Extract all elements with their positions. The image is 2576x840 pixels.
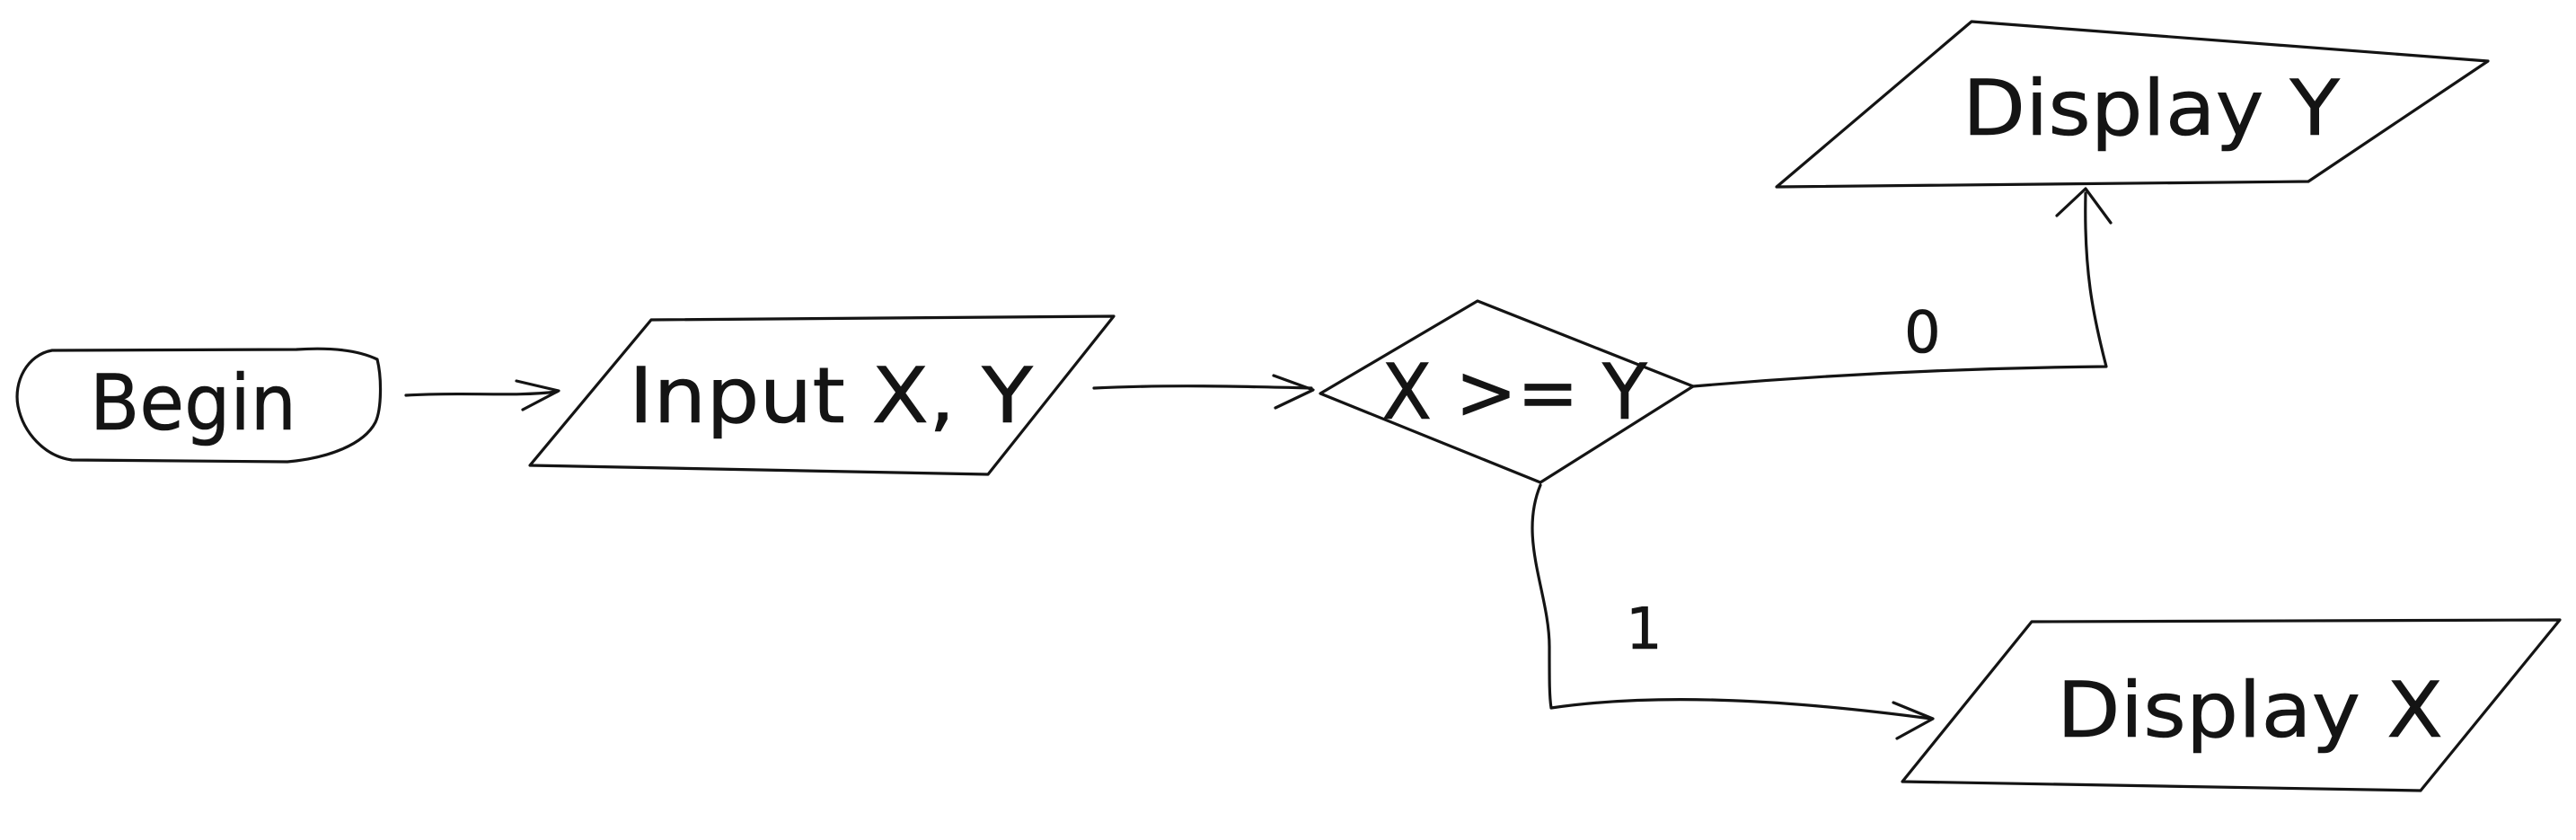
decision-node-label: X >= Y — [1381, 348, 1647, 438]
decision-node: X >= Y — [1319, 299, 1695, 484]
input-node-label: Input X, Y — [629, 351, 1033, 441]
edge-decision-to-display-x-arrowhead — [1892, 701, 1935, 740]
display-y-node: Display Y — [1775, 20, 2490, 189]
edge-input-to-decision — [1092, 374, 1315, 410]
input-node: Input X, Y — [528, 314, 1116, 476]
begin-node-outline — [15, 347, 383, 464]
edge-decision-to-display-x: 1 — [1531, 483, 1935, 740]
display-y-node-outline — [1775, 20, 2490, 189]
edge-begin-to-input — [404, 379, 560, 411]
edge-input-to-decision-line — [1092, 385, 1313, 390]
begin-node: Begin — [15, 347, 383, 464]
edge-input-to-decision-arrowhead — [1272, 374, 1315, 410]
display-x-node: Display X — [1901, 618, 2562, 792]
edge-begin-to-input-line — [404, 390, 559, 397]
edge-decision-to-display-x-line — [1531, 483, 1933, 721]
display-y-node-label: Display Y — [1963, 64, 2340, 154]
edge-decision-to-display-y-label: 0 — [1904, 300, 1941, 367]
edge-decision-to-display-y-line — [1691, 191, 2108, 388]
begin-node-label: Begin — [90, 358, 296, 448]
edge-begin-to-input-arrowhead — [515, 379, 560, 411]
edge-decision-to-display-x-label: 1 — [1626, 597, 1663, 663]
display-x-node-outline — [1901, 618, 2562, 792]
input-node-outline — [528, 314, 1116, 476]
edge-decision-to-display-y: 0 — [1691, 187, 2113, 388]
edge-decision-to-display-y-arrowhead — [2055, 187, 2113, 225]
display-x-node-label: Display X — [2057, 666, 2443, 756]
